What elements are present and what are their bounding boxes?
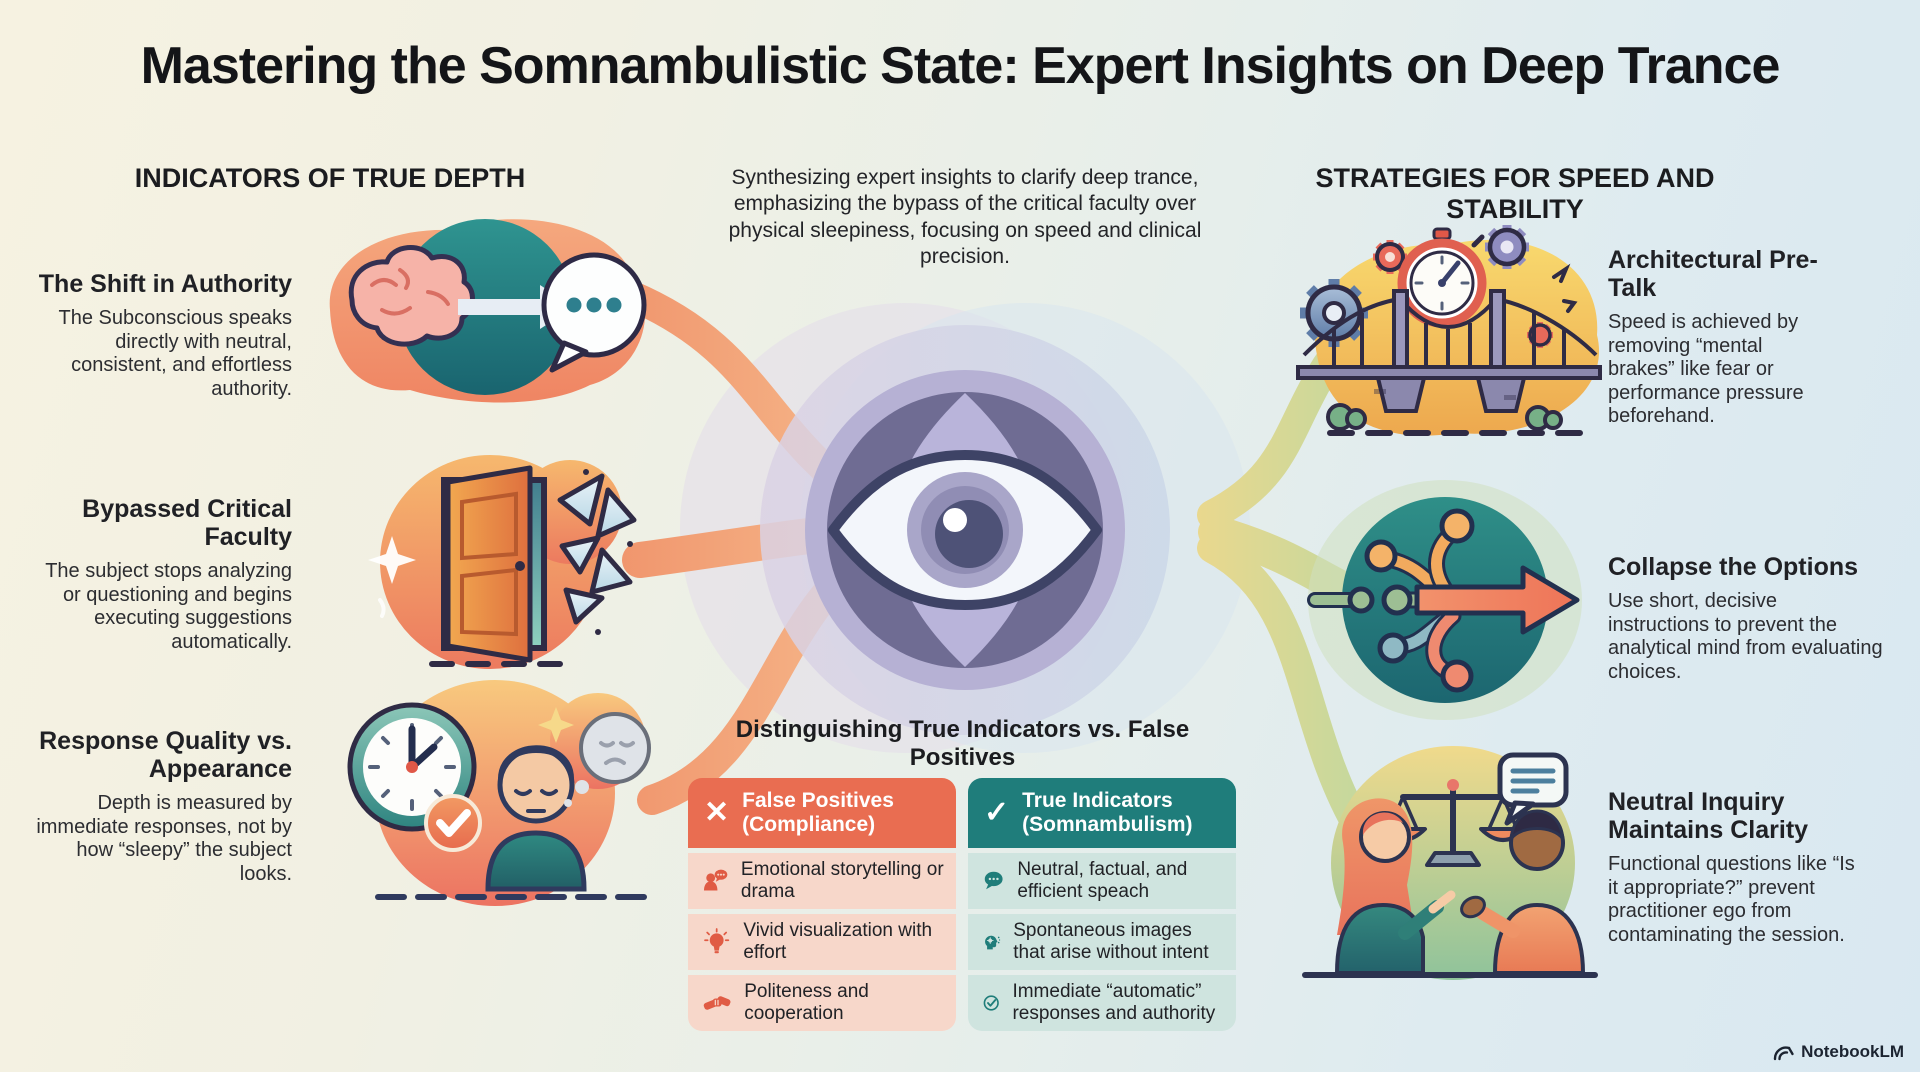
true-indicators-column: ✓ True Indicators (Somnambulism) Neutral… [968,778,1236,1031]
item-description: The Subconscious speaks directly with ne… [58,307,292,400]
center-summary: Synthesizing expert insights to clarify … [728,166,1202,269]
row-label: Neutral, factual, and efficient speach [1017,859,1188,902]
speech-bubble-icon [984,871,1003,890]
left-column-header: INDICATORS OF TRUE DEPTH [134,163,526,193]
watermark-brand: NotebookLM [1801,1042,1904,1061]
item-description: The subject stops analyzing or questioni… [45,560,292,653]
comparison-title: Distinguishing True Indicators vs. False… [735,716,1190,772]
right-item-architectural-pretalk: Architectural Pre-Talk Speed is achieved… [1608,246,1833,429]
true-indicators-header: ✓ True Indicators (Somnambulism) [968,778,1236,848]
x-icon: ✕ [704,796,730,829]
table-row: Spontaneous images that arise without in… [968,914,1236,970]
item-heading: Neutral Inquiry Maintains Clarity [1608,788,1809,844]
right-item-neutral-inquiry: Neutral Inquiry Maintains Clarity Functi… [1608,788,1858,947]
head-with-gear-icon [985,935,1001,950]
brain-to-speech-bubble-icon [329,219,647,403]
notebooklm-watermark: NotebookLM [1773,1042,1904,1062]
row-label: Politeness and cooperation [744,981,869,1024]
item-description: Functional questions like “Is it appropr… [1608,853,1855,946]
row-label: Emotional storytelling or drama [740,859,944,902]
right-column-header: STRATEGIES FOR SPEED AND STABILITY [1315,163,1715,224]
two-people-with-scales-icon [1302,746,1598,980]
left-item-bypassed-critical-faculty: Bypassed Critical Faculty The subject st… [30,495,292,654]
table-row: Emotional storytelling or drama [688,853,956,909]
table-row: Vivid visualization with effort [688,914,956,970]
item-description: Speed is achieved by removing “mental br… [1608,311,1804,428]
person-with-speech-icon [703,869,728,891]
header-label: False Positives (Compliance) [742,789,894,836]
item-description: Use short, decisive instructions to prev… [1608,590,1883,683]
left-item-shift-in-authority: The Shift in Authority The Subconscious … [30,270,292,401]
table-row: Politeness and cooperation [688,975,956,1031]
page-title: Mastering the Somnambulistic State: Expe… [140,37,1781,95]
bridge-with-stopwatch-and-gears-icon [1296,225,1602,436]
comparison-table: ✕ False Positives (Compliance) Emotional… [688,778,1236,1031]
handshake-icon [703,996,731,1010]
item-heading: Bypassed Critical Faculty [82,495,292,551]
item-heading: The Shift in Authority [38,270,292,298]
right-item-collapse-options: Collapse the Options Use short, decisive… [1608,553,1883,684]
false-positives-header: ✕ False Positives (Compliance) [688,778,956,848]
row-label: Vivid visualization with effort [743,920,933,963]
check-circle-icon [983,995,999,1011]
item-heading: Architectural Pre-Talk [1608,246,1818,302]
left-item-response-quality: Response Quality vs. Appearance Depth is… [30,727,292,886]
check-icon: ✓ [984,796,1010,829]
item-heading: Response Quality vs. Appearance [39,727,292,783]
table-row: Immediate “automatic” responses and auth… [968,975,1236,1031]
breaking-door-icon [368,455,637,669]
converging-paths-arrow-icon [1307,480,1582,720]
item-description: Depth is measured by immediate responses… [36,792,292,885]
clock-and-sleepy-person-icon [347,680,653,906]
row-label: Immediate “automatic” responses and auth… [1012,981,1216,1024]
table-row: Neutral, factual, and efficient speach [968,853,1236,909]
lightbulb-icon [704,928,730,954]
item-heading: Collapse the Options [1608,553,1859,581]
notebooklm-logo-icon [1773,1045,1794,1060]
row-label: Spontaneous images that arise without in… [1013,920,1209,963]
header-label: True Indicators (Somnambulism) [1022,789,1193,836]
false-positives-column: ✕ False Positives (Compliance) Emotional… [688,778,956,1031]
all-seeing-eye-illustration [760,325,1170,735]
